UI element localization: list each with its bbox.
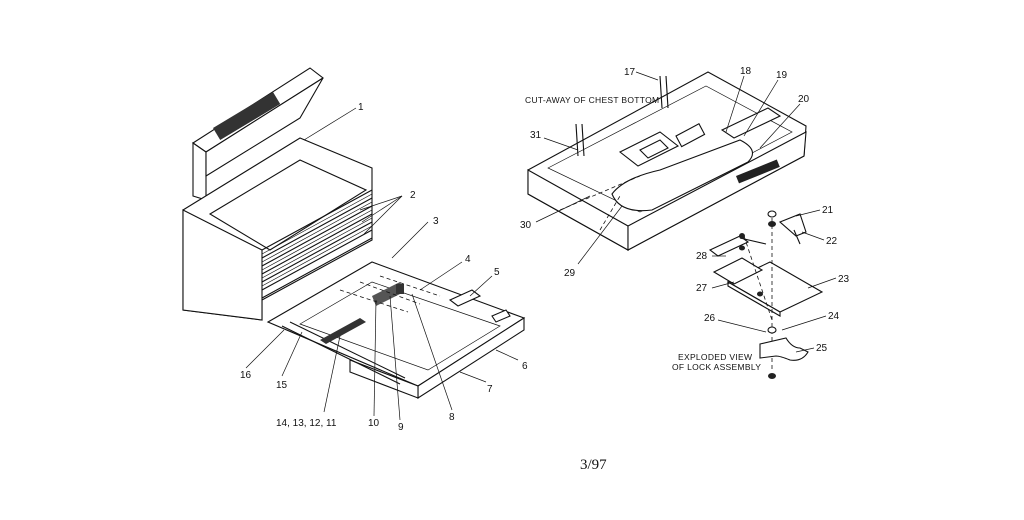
callout-18: 18 <box>740 66 752 77</box>
callout-23: 23 <box>838 274 850 285</box>
page-number: 3/97 <box>580 457 607 473</box>
callout-16: 16 <box>240 370 252 381</box>
callout-29: 29 <box>564 268 576 279</box>
cutaway-caption: CUT-AWAY OF CHEST BOTTOM <box>525 95 659 105</box>
callout-24: 24 <box>828 311 840 322</box>
callout-31: 31 <box>530 130 542 141</box>
callout-2: 2 <box>410 190 416 201</box>
callout-10: 10 <box>368 418 380 429</box>
callout-25: 25 <box>816 343 828 354</box>
callout-6: 6 <box>522 361 528 372</box>
lock-assembly-drawing <box>708 210 824 379</box>
callout-30: 30 <box>520 220 532 231</box>
callout-1: 1 <box>358 102 364 113</box>
callout-7: 7 <box>487 384 493 395</box>
callout-22: 22 <box>826 236 838 247</box>
callout-15: 15 <box>276 380 288 391</box>
callout-17: 17 <box>624 67 636 78</box>
callout-5: 5 <box>494 267 500 278</box>
callout-9: 9 <box>398 422 404 433</box>
callout-27: 27 <box>696 283 708 294</box>
callout-28: 28 <box>696 251 708 262</box>
exploded-view-caption-line2: OF LOCK ASSEMBLY <box>672 362 761 372</box>
callout-14-13-12-11: 14, 13, 12, 11 <box>276 418 337 429</box>
lock-leader-lines <box>711 209 837 353</box>
cutaway-leader-lines <box>535 71 801 265</box>
callout-20: 20 <box>798 94 810 105</box>
callout-21: 21 <box>822 205 834 216</box>
tool-chest-drawing <box>182 67 526 400</box>
chest-bottom-cutaway-drawing <box>527 71 807 251</box>
callout-8: 8 <box>449 412 455 423</box>
callout-19: 19 <box>776 70 788 81</box>
callout-3: 3 <box>433 216 439 227</box>
callout-4: 4 <box>465 254 471 265</box>
exploded-view-caption-line1: EXPLODED VIEW <box>678 352 752 362</box>
callout-26: 26 <box>704 313 716 324</box>
callout-labels: 1 2 3 4 5 6 7 8 9 10 14, 13, 12, 11 15 1… <box>240 66 850 433</box>
left-leader-lines <box>245 107 519 421</box>
